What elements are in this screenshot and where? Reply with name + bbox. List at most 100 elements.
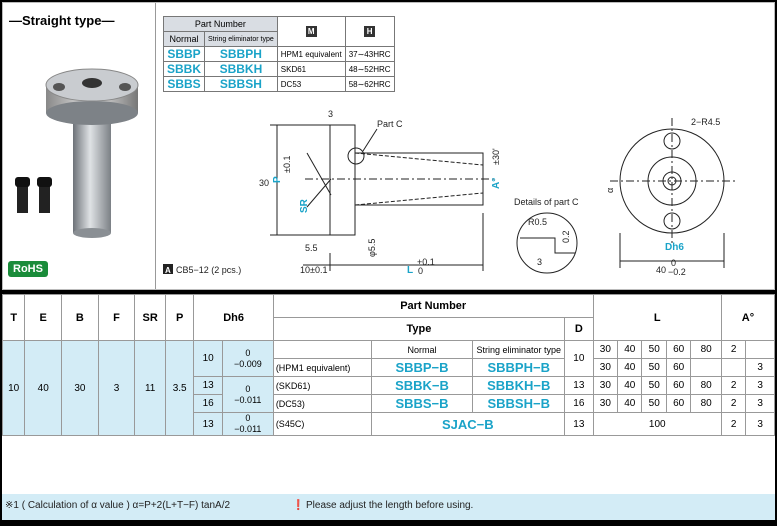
cell-a: 3 bbox=[745, 376, 775, 395]
p-tolerance: ±0.1 bbox=[282, 156, 292, 173]
cell-l: 40 bbox=[617, 358, 643, 377]
cell-b: 30 bbox=[61, 340, 99, 436]
cell-l: 50 bbox=[641, 394, 667, 413]
col-p: P bbox=[164, 294, 195, 341]
part-code: SBBKH bbox=[204, 61, 278, 77]
col-sr: SR bbox=[134, 294, 166, 341]
sr-label: SR bbox=[299, 198, 310, 213]
info-icon: ❗ bbox=[292, 500, 305, 511]
bolt-note: CB5−12 (2 pcs.) bbox=[176, 265, 241, 275]
cell-l: 60 bbox=[665, 358, 692, 377]
tol-upper: 0 bbox=[245, 413, 251, 424]
cell-dh: 13 bbox=[193, 376, 223, 395]
cell-e: 40 bbox=[24, 340, 63, 436]
cell-l: 50 bbox=[641, 358, 667, 377]
dim-3: 3 bbox=[328, 109, 333, 119]
rohs-badge: RoHS bbox=[8, 261, 48, 277]
cell-l: 80 bbox=[690, 394, 722, 413]
cell-d: 13 bbox=[564, 412, 594, 436]
tol-upper: 0 bbox=[245, 347, 251, 358]
dim-10: 10±0.1 bbox=[300, 265, 327, 275]
part-code: SBBP−B bbox=[370, 358, 474, 377]
tol-lower: −0.011 bbox=[234, 424, 262, 434]
product-photo bbox=[15, 68, 139, 238]
cell-l: 30 bbox=[592, 394, 619, 413]
adjust-note: Please adjust the length before using. bbox=[306, 500, 474, 511]
col-b: B bbox=[61, 294, 99, 341]
bolt-mark-letter: A bbox=[165, 266, 171, 275]
tol-lower: −0.011 bbox=[234, 394, 262, 405]
product-image-panel: —Straight type— RoHS bbox=[3, 3, 156, 289]
col-part-number: Part Number bbox=[272, 294, 594, 318]
r45-label: 2−R4.5 bbox=[691, 117, 720, 127]
part-code: SBBSH bbox=[204, 76, 278, 92]
cell-dh: 16 bbox=[193, 394, 223, 413]
cell-l: 80 bbox=[690, 340, 722, 359]
col-a: A° bbox=[720, 294, 776, 341]
spec-table: T E B F SR P Dh6 Part Number L A° Type D… bbox=[1, 294, 776, 436]
part-code: SBBK bbox=[162, 61, 206, 77]
cell-a: 2 bbox=[720, 376, 747, 395]
part-code: SBBS−B bbox=[370, 394, 474, 413]
col-l: L bbox=[592, 294, 722, 341]
hardness-symbol-icon: H bbox=[364, 26, 376, 37]
material-cell: (HPM1 equivalent) bbox=[272, 358, 372, 377]
material-cell: (SKD61) bbox=[272, 376, 372, 395]
sub-string: String eliminator type bbox=[472, 340, 566, 359]
tol-upper: 0 bbox=[245, 383, 251, 394]
spec-table-panel: T E B F SR P Dh6 Part Number L A° Type D… bbox=[1, 294, 776, 520]
cell-l: 40 bbox=[617, 394, 643, 413]
part-code: SBBS bbox=[162, 76, 206, 92]
col-e: E bbox=[24, 294, 63, 341]
cell-l: 30 bbox=[592, 340, 619, 359]
cell-l: 80 bbox=[690, 376, 722, 395]
cell-l: 60 bbox=[665, 394, 692, 413]
cell-a: 2 bbox=[720, 412, 747, 436]
part-code: SBBK−B bbox=[370, 376, 474, 395]
dim-0-2: 0.2 bbox=[561, 230, 571, 243]
material-symbol-icon: M bbox=[305, 26, 317, 37]
cell-l: 50 bbox=[641, 340, 667, 359]
cell-l: 100 bbox=[592, 412, 722, 436]
cell-l: 50 bbox=[641, 376, 667, 395]
details-label: Details of part C bbox=[514, 197, 579, 207]
a-tolerance: ±30' bbox=[491, 148, 501, 165]
cell-f: 3 bbox=[97, 340, 136, 436]
dim-40: 40 bbox=[656, 265, 666, 275]
cell-a: 3 bbox=[745, 394, 775, 413]
cell-dh: 10 bbox=[193, 340, 223, 377]
cell-d: 16 bbox=[564, 394, 594, 413]
hardness-cell: 58∼62HRC bbox=[344, 76, 395, 92]
cell-l: 60 bbox=[665, 376, 692, 395]
cell-dh: 13 bbox=[193, 412, 223, 436]
col-type: Type bbox=[272, 317, 566, 341]
part-code: SJAC−B bbox=[370, 412, 566, 436]
part-code: SBBPH−B bbox=[472, 358, 566, 377]
a-label: A° bbox=[491, 178, 502, 189]
cell-l: 40 bbox=[617, 376, 643, 395]
col-t: T bbox=[1, 294, 26, 341]
table-row: SBBK SBBKH SKD61 48∼52HRC bbox=[162, 61, 395, 77]
cell-d: 13 bbox=[564, 376, 594, 395]
p-label: P bbox=[272, 176, 283, 183]
l-tol-lo: 0 bbox=[418, 266, 423, 276]
cell-a: 2 bbox=[720, 394, 747, 413]
cell-l: 30 bbox=[592, 358, 619, 377]
material-cell: (DC53) bbox=[272, 394, 372, 413]
col-d: D bbox=[564, 317, 594, 341]
product-top-panel: —Straight type— RoHS Part Number bbox=[2, 2, 775, 290]
cell-a: 3 bbox=[745, 358, 775, 377]
part-c-label: Part C bbox=[377, 119, 403, 129]
alpha-label: α bbox=[605, 188, 615, 193]
material-cell: (S45C) bbox=[272, 412, 372, 436]
tol-40-up: 0 bbox=[671, 258, 676, 268]
cell-a: 2 bbox=[720, 340, 747, 359]
part-code: SBBSH−B bbox=[472, 394, 566, 413]
cell-l: 60 bbox=[665, 340, 692, 359]
l-tol-up: +0.1 bbox=[417, 257, 435, 267]
col-dh6: Dh6 bbox=[193, 294, 274, 341]
dh6-label: Dh6 bbox=[665, 242, 684, 253]
table-row: SBBS SBBSH DC53 58∼62HRC bbox=[162, 76, 395, 92]
l-label: L bbox=[407, 265, 413, 276]
cell-d: 10 bbox=[564, 340, 594, 377]
